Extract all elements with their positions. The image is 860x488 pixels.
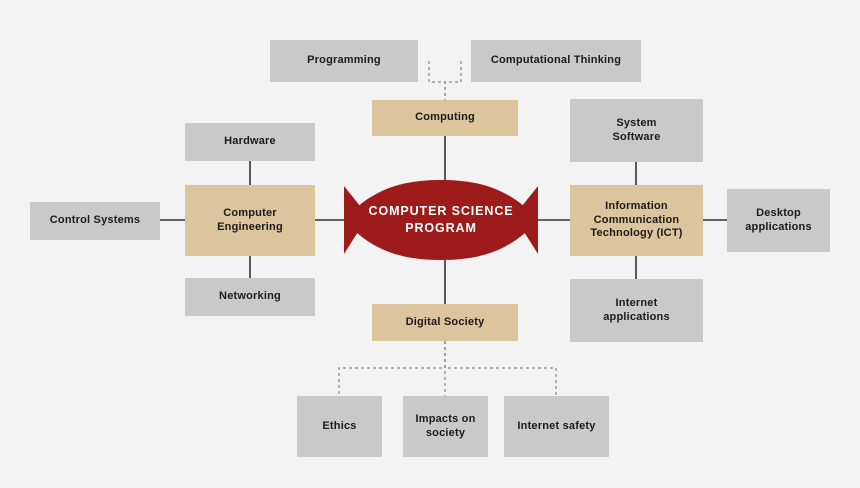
node-internet-apps[interactable]: Internet applications — [570, 279, 703, 342]
node-digital-soc[interactable]: Digital Society — [372, 304, 518, 341]
node-label: Computational Thinking — [490, 54, 622, 67]
node-desktop-apps[interactable]: Desktop applications — [727, 189, 830, 252]
node-label: Digital Society — [405, 315, 485, 328]
node-label: Hardware — [224, 135, 276, 148]
node-ict[interactable]: Information Communication Technology (IC… — [570, 185, 703, 256]
node-label: Computer Engineering — [217, 206, 283, 233]
node-label: Programming — [307, 54, 381, 67]
center-label-line2: PROGRAM — [405, 221, 477, 235]
node-networking[interactable]: Networking — [185, 278, 315, 316]
center-shape-tail-left — [344, 186, 368, 254]
link-compthinking-computing — [444, 61, 462, 100]
node-programming[interactable]: Programming — [270, 40, 418, 82]
node-hardware[interactable]: Hardware — [185, 123, 315, 161]
link-digitalsociety-ethics — [338, 341, 446, 396]
node-label: Internet applications — [603, 296, 670, 323]
node-label: System Software — [612, 116, 661, 143]
node-label: Control Systems — [49, 214, 141, 227]
node-label: Ethics — [322, 419, 357, 432]
node-internet-safe[interactable]: Internet safety — [504, 396, 609, 457]
node-ethics[interactable]: Ethics — [297, 396, 382, 457]
link-digitalsociety-internetsafety — [444, 341, 557, 396]
node-label: Desktop applications — [745, 206, 812, 233]
node-comp-eng[interactable]: Computer Engineering — [185, 185, 315, 256]
node-impacts[interactable]: Impacts on society — [403, 396, 488, 457]
node-label: Computing — [415, 111, 475, 124]
node-label: Impacts on society — [415, 412, 476, 439]
node-label: Information Communication Technology (IC… — [590, 199, 683, 240]
center-label-line1: COMPUTER SCIENCE — [368, 204, 514, 219]
node-control-sys[interactable]: Control Systems — [30, 202, 160, 240]
node-system-sw[interactable]: System Software — [570, 99, 703, 162]
center-shape — [344, 180, 538, 260]
node-label: Internet safety — [517, 419, 596, 432]
node-comp-thinking[interactable]: Computational Thinking — [471, 40, 641, 82]
link-programming-computing — [428, 61, 446, 100]
node-computing[interactable]: Computing — [372, 100, 518, 136]
center-shape-tail-right — [514, 186, 538, 254]
node-label: Networking — [219, 290, 281, 303]
center-node-label: COMPUTER SCIENCE PROGRAM — [352, 196, 530, 244]
